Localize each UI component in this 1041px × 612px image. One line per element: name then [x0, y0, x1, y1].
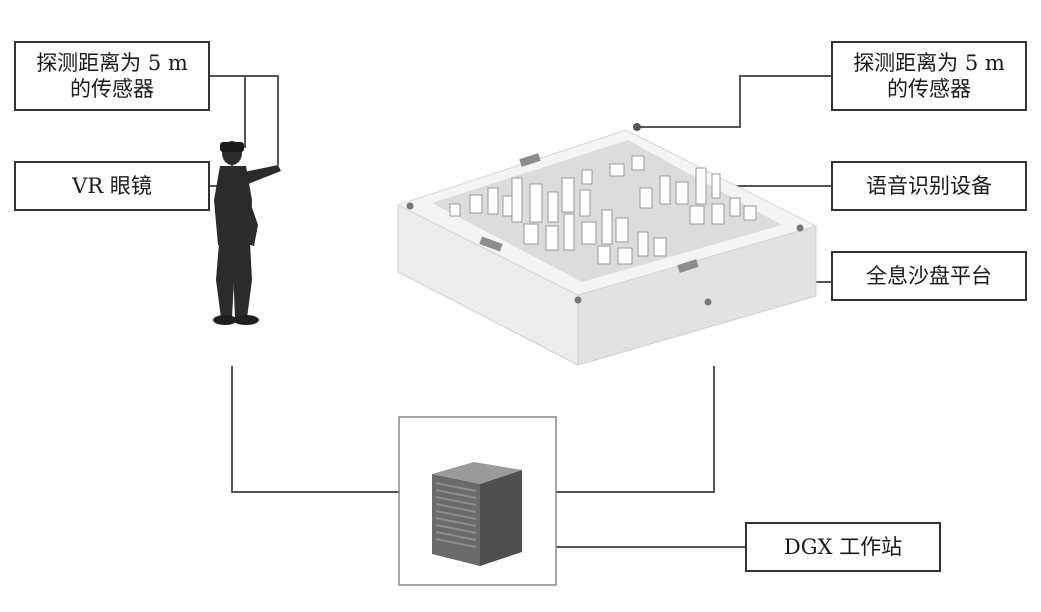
vr-glasses-label-box: VR 眼镜: [14, 161, 210, 211]
server-side: [480, 470, 522, 566]
sensor-left-label-box: 探测距离为 5 m 的传感器: [14, 41, 210, 111]
sensor-left-label-line2: 的传感器: [70, 77, 154, 101]
table-pad: [519, 153, 541, 167]
connector-sensor-left: [210, 75, 279, 165]
table-screw: [704, 298, 712, 306]
vr-glasses-label: VR 眼镜: [72, 174, 152, 198]
city-model: [449, 155, 757, 265]
person-leg-left: [216, 243, 236, 318]
connector-table-server: [556, 366, 715, 493]
sensor-left-label-line1: 探测距离为 5 m: [36, 51, 188, 75]
table-pad: [677, 259, 699, 273]
person-shoe-right: [233, 315, 259, 325]
person-arm-lower: [240, 190, 258, 246]
holographic-sandtable-label: 全息沙盘平台: [866, 264, 992, 288]
connector-person-server: [231, 366, 400, 493]
holographic-sand-table-icon: [396, 123, 818, 366]
person-with-vr-headset-icon: [213, 141, 281, 325]
table-screw: [796, 224, 804, 232]
holographic-sandtable-label-box: 全息沙盘平台: [831, 251, 1027, 301]
person-arm-raised: [244, 165, 281, 184]
voice-recognition-label: 语音识别设备: [866, 174, 992, 198]
server-tower-icon: [432, 462, 522, 566]
dgx-workstation-label-box: DGX 工作站: [745, 522, 941, 572]
connector-sensor-right: [640, 75, 831, 128]
server-vents: [435, 482, 477, 548]
table-sensor-dot: [633, 123, 641, 131]
sensor-right-label-box: 探测距离为 5 m 的传感器: [831, 41, 1027, 111]
table-screw: [574, 296, 582, 304]
table-pad: [479, 236, 503, 252]
sensor-right-label-line2: 的传感器: [887, 77, 971, 101]
sensor-right-label-line1: 探测距离为 5 m: [853, 51, 1005, 75]
table-screw: [406, 202, 414, 210]
person-leg-right: [232, 243, 252, 318]
voice-recognition-label-box: 语音识别设备: [831, 161, 1027, 211]
vr-headset: [220, 142, 244, 152]
server-top: [432, 462, 522, 484]
dgx-workstation-label: DGX 工作站: [783, 535, 903, 559]
person-shoe-left: [213, 315, 237, 325]
person-torso: [214, 166, 252, 245]
